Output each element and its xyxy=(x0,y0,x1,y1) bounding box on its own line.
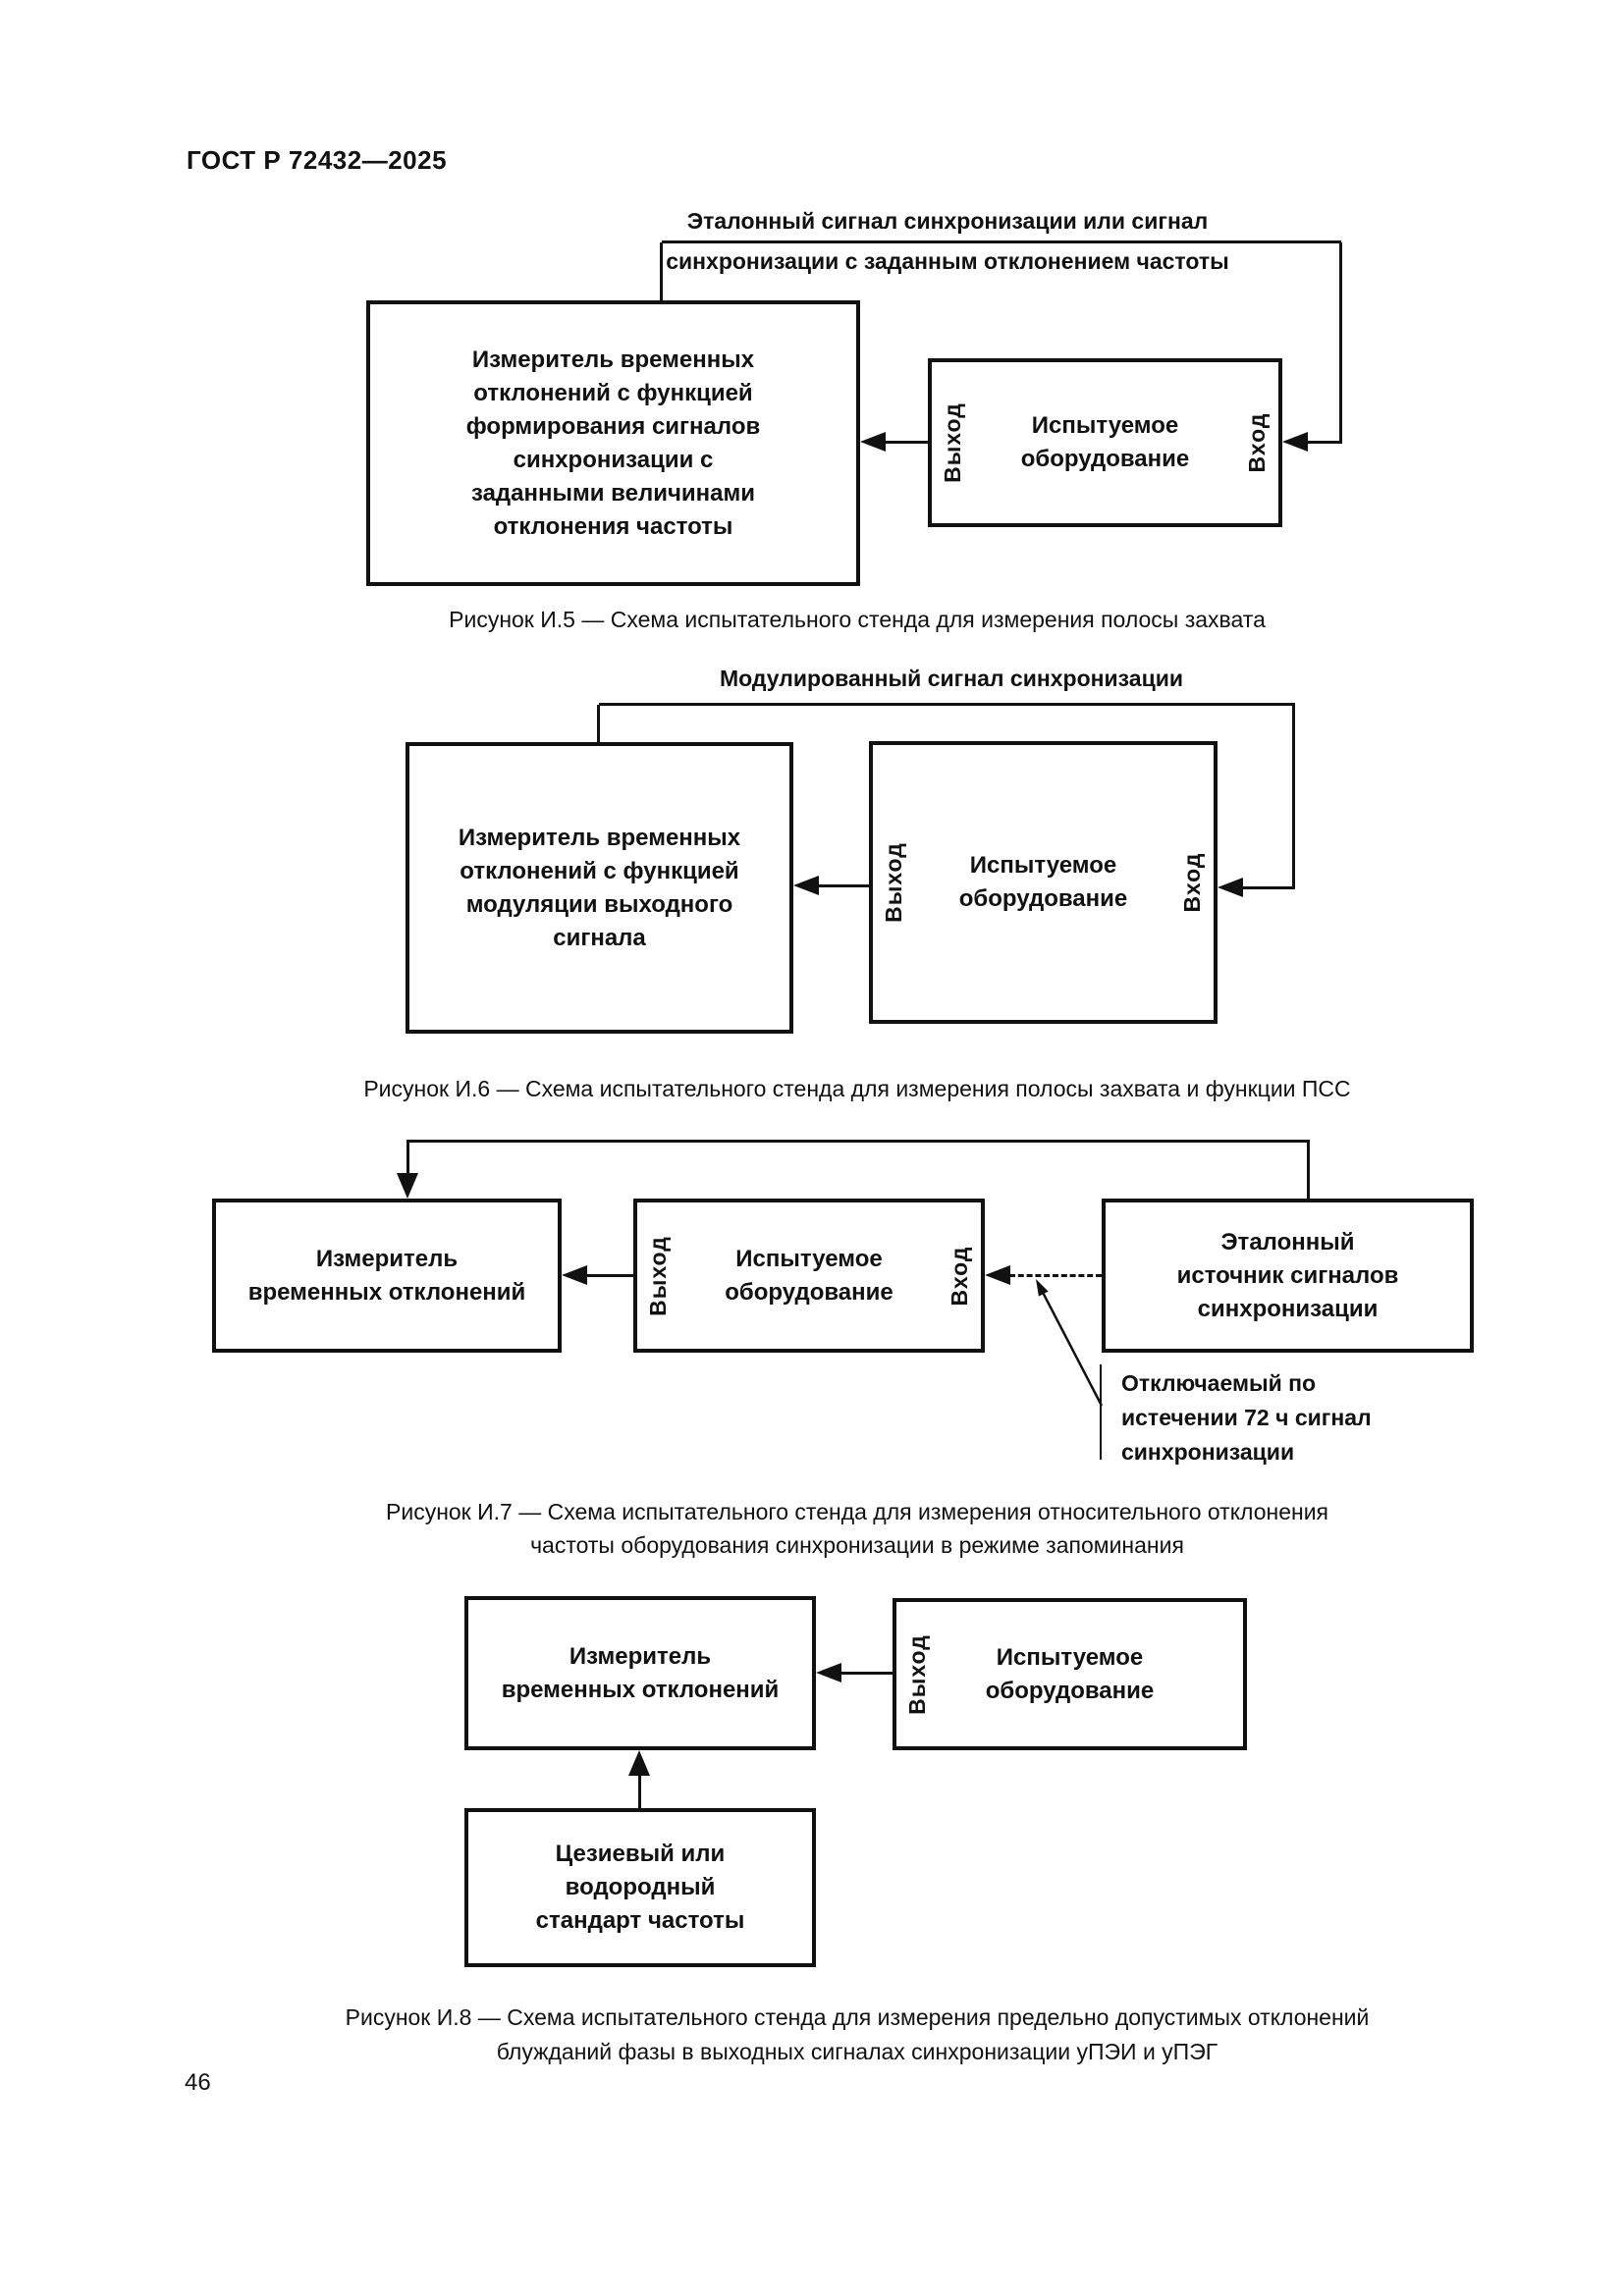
i5-equipment-box: Выход Испытуемое оборудование Вход xyxy=(928,358,1282,527)
i5-measurer-label: Измеритель временных отклонений с функци… xyxy=(465,346,761,540)
i8-equipment-label: Испытуемое оборудование xyxy=(985,1643,1155,1704)
i8-standard-arrow-shaft xyxy=(638,1772,641,1808)
i7-output-arrow-shaft xyxy=(585,1274,633,1277)
i5-output-arrowhead xyxy=(860,432,886,452)
i5-input-arrowhead xyxy=(1282,432,1308,452)
i7-routing-line-left xyxy=(406,1140,409,1177)
i6-routing-line-top xyxy=(599,703,1295,706)
i5-figure-caption: Рисунок И.5 — Схема испытательного стенд… xyxy=(449,607,1266,632)
i6-equipment-box: Выход Испытуемое оборудование Вход xyxy=(869,741,1218,1024)
i6-equipment-label: Испытуемое оборудование xyxy=(958,852,1128,912)
i7-note-tick-line xyxy=(1100,1364,1102,1460)
i5-input-port-label: Вход xyxy=(1244,412,1270,473)
i8-up-arrowhead xyxy=(628,1750,650,1776)
i5-measurer-box: Измеритель временных отклонений с функци… xyxy=(366,300,860,586)
i8-output-arrow-shaft xyxy=(839,1672,893,1675)
i7-reference-source-box: Эталонный источник сигналов синхронизаци… xyxy=(1102,1199,1474,1353)
i8-output-arrowhead xyxy=(816,1663,841,1682)
i7-callout-arrowhead xyxy=(1036,1279,1049,1297)
i6-routing-line-left xyxy=(597,705,600,742)
i5-output-port-label: Выход xyxy=(940,402,965,483)
i7-dashed-signal-line xyxy=(1009,1274,1102,1277)
i8-measurer-label: Измеритель временных отклонений xyxy=(501,1642,780,1703)
i5-routing-line-left xyxy=(660,242,663,300)
i5-output-arrow-shaft xyxy=(882,441,928,444)
i7-output-arrowhead xyxy=(562,1265,587,1285)
i5-routing-line-top xyxy=(662,240,1341,243)
i7-output-port-label: Выход xyxy=(645,1235,671,1316)
i7-dashed-arrowhead xyxy=(985,1265,1010,1285)
i7-measurer-label: Измеритель временных отклонений xyxy=(247,1245,526,1306)
i7-note-text: Отключаемый по истечении 72 ч сигнал син… xyxy=(1121,1370,1372,1465)
i5-equipment-label: Испытуемое оборудование xyxy=(1020,412,1190,472)
i6-output-port-label: Выход xyxy=(881,842,906,923)
i7-routing-line-right xyxy=(1307,1140,1310,1199)
i6-output-arrow-shaft xyxy=(817,884,869,887)
i6-input-arrow-shaft xyxy=(1241,886,1294,889)
i6-input-arrowhead xyxy=(1218,878,1243,897)
i7-figure-caption-line1: Рисунок И.7 — Схема испытательного стенд… xyxy=(386,1499,1328,1524)
i5-signal-label-line1: Эталонный сигнал синхронизации или сигна… xyxy=(686,208,1209,234)
i6-signal-label: Модулированный сигнал синхронизации xyxy=(720,666,1183,691)
i6-measurer-box: Измеритель временных отклонений с функци… xyxy=(406,742,793,1034)
i8-figure-caption-line1: Рисунок И.8 — Схема испытательного стенд… xyxy=(345,2004,1370,2030)
i8-equipment-box: Выход Испытуемое оборудование xyxy=(893,1598,1247,1750)
i8-measurer-box: Измеритель временных отклонений xyxy=(464,1596,816,1750)
i7-routing-line-top xyxy=(408,1140,1310,1143)
i7-down-arrowhead xyxy=(397,1173,418,1199)
i7-input-port-label: Вход xyxy=(947,1246,972,1306)
i5-signal-label-line2: синхронизации с заданным отклонением час… xyxy=(666,248,1229,274)
i6-figure-caption: Рисунок И.6 — Схема испытательного стенд… xyxy=(363,1076,1351,1101)
page-number: 46 xyxy=(185,2069,211,2096)
document-header: ГОСТ Р 72432—2025 xyxy=(187,145,448,175)
i8-figure-caption-line2: блужданий фазы в выходных сигналах синхр… xyxy=(496,2039,1218,2064)
i7-equipment-label: Испытуемое оборудование xyxy=(725,1245,893,1306)
i7-equipment-box: Выход Испытуемое оборудование Вход xyxy=(633,1199,985,1353)
i6-measurer-label: Измеритель временных отклонений с функци… xyxy=(458,824,741,951)
i5-routing-line-right xyxy=(1339,242,1342,444)
i7-reference-source-label: Эталонный источник сигналов синхронизаци… xyxy=(1176,1228,1399,1322)
i5-input-arrow-shaft xyxy=(1306,441,1341,444)
i8-frequency-standard-box: Цезиевый или водородный стандарт частоты xyxy=(464,1808,816,1967)
i7-figure-caption-line2: частоты оборудования синхронизации в реж… xyxy=(530,1532,1184,1558)
i8-frequency-standard-label: Цезиевый или водородный стандарт частоты xyxy=(535,1841,745,1934)
i7-measurer-box: Измеритель временных отклонений xyxy=(212,1199,562,1353)
i8-output-port-label: Выход xyxy=(904,1633,930,1715)
i6-input-port-label: Вход xyxy=(1179,852,1205,913)
i6-output-arrowhead xyxy=(793,876,819,895)
i6-routing-line-right xyxy=(1292,705,1295,889)
i7-callout-line xyxy=(1036,1279,1104,1407)
